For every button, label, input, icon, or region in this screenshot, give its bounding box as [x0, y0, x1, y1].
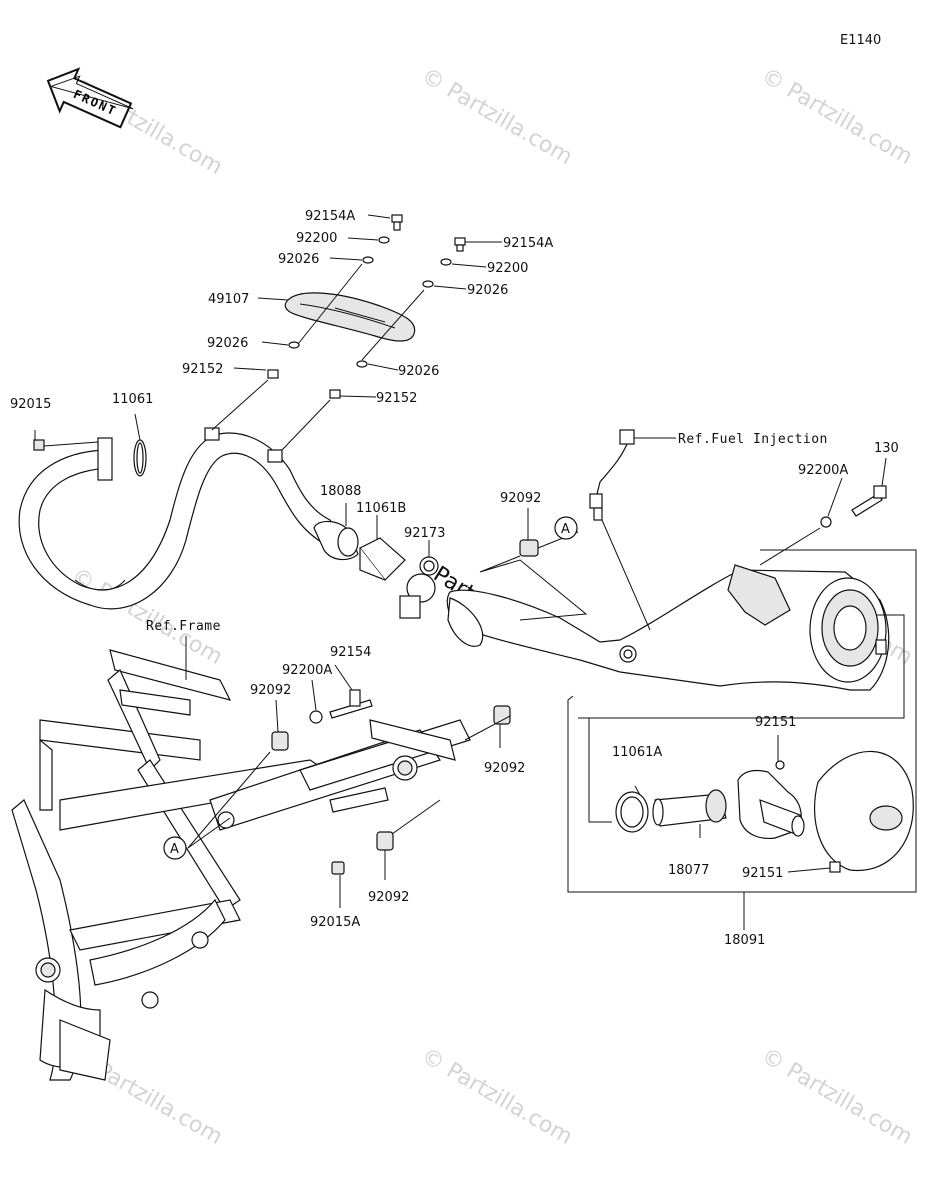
part-label-130: 130 [874, 441, 899, 456]
part-label-92015A: 92015A [310, 915, 360, 930]
header-pipe [18, 427, 341, 610]
part-label-92200A-right: 92200A [798, 463, 848, 478]
part-label-92152-left: 92152 [182, 362, 223, 377]
part-label-18091: 18091 [724, 933, 765, 948]
callout-marker-label: A [561, 522, 570, 537]
callout-marker-a-frame: A [163, 836, 187, 860]
part-label-92200-top: 92200 [296, 231, 337, 246]
part-label-92151-bottom: 92151 [742, 866, 783, 881]
part-label-18088: 18088 [320, 484, 361, 499]
part-label-18077: 18077 [668, 863, 709, 878]
muffler-assembly [446, 564, 890, 691]
mount-dampers [271, 539, 539, 875]
watermark: © Partzilla.com [417, 64, 577, 171]
part-label-92154: 92154 [330, 645, 371, 660]
muffler-bolt [759, 485, 887, 566]
ref-fuel-injection-label: Ref.Fuel Injection [678, 432, 828, 447]
part-label-92015: 92015 [10, 397, 51, 412]
part-label-92026-right: 92026 [467, 283, 508, 298]
part-label-49107: 49107 [208, 292, 249, 307]
part-label-92154A-right: 92154A [503, 236, 553, 251]
diagram-code: E1140 [840, 33, 881, 48]
part-label-92200A-left: 92200A [282, 663, 332, 678]
part-label-92173: 92173 [404, 526, 445, 541]
part-label-92151-top: 92151 [755, 715, 796, 730]
part-label-92092-bottom: 92092 [368, 890, 409, 905]
part-label-92200-right: 92200 [487, 261, 528, 276]
watermark: © Partzilla.com [417, 1044, 577, 1151]
part-label-11061: 11061 [112, 392, 153, 407]
part-label-92026-lower: 92026 [398, 364, 439, 379]
part-label-92152-right: 92152 [376, 391, 417, 406]
callout-marker-label: A [170, 842, 179, 857]
part-label-92092-top: 92092 [500, 491, 541, 506]
group-boxes [567, 549, 917, 930]
frame-reference [11, 649, 471, 1081]
pipe-joint-parts [313, 520, 439, 619]
watermark: © Partzilla.com [757, 1044, 917, 1151]
part-label-92092-left: 92092 [250, 683, 291, 698]
oxygen-sensor [589, 429, 676, 631]
part-label-92026-left: 92026 [207, 336, 248, 351]
heat-guard-49107 [284, 292, 416, 342]
leader-lines [34, 214, 887, 908]
watermark: © Partzilla.com [757, 64, 917, 171]
part-label-11061A: 11061A [612, 745, 662, 760]
part-number-labels: 92154A 92200 92026 49107 92026 92152 921… [10, 209, 899, 948]
muffler-internal-parts [615, 750, 914, 873]
ref-frame-label: Ref.Frame [146, 619, 221, 634]
part-label-11061B: 11061B [356, 501, 406, 516]
callout-marker-a-top: A [554, 516, 578, 540]
part-label-92092-mid: 92092 [484, 761, 525, 776]
part-label-92026-top: 92026 [278, 252, 319, 267]
heat-guard-hardware [267, 214, 466, 399]
part-label-92154A-top: 92154A [305, 209, 355, 224]
